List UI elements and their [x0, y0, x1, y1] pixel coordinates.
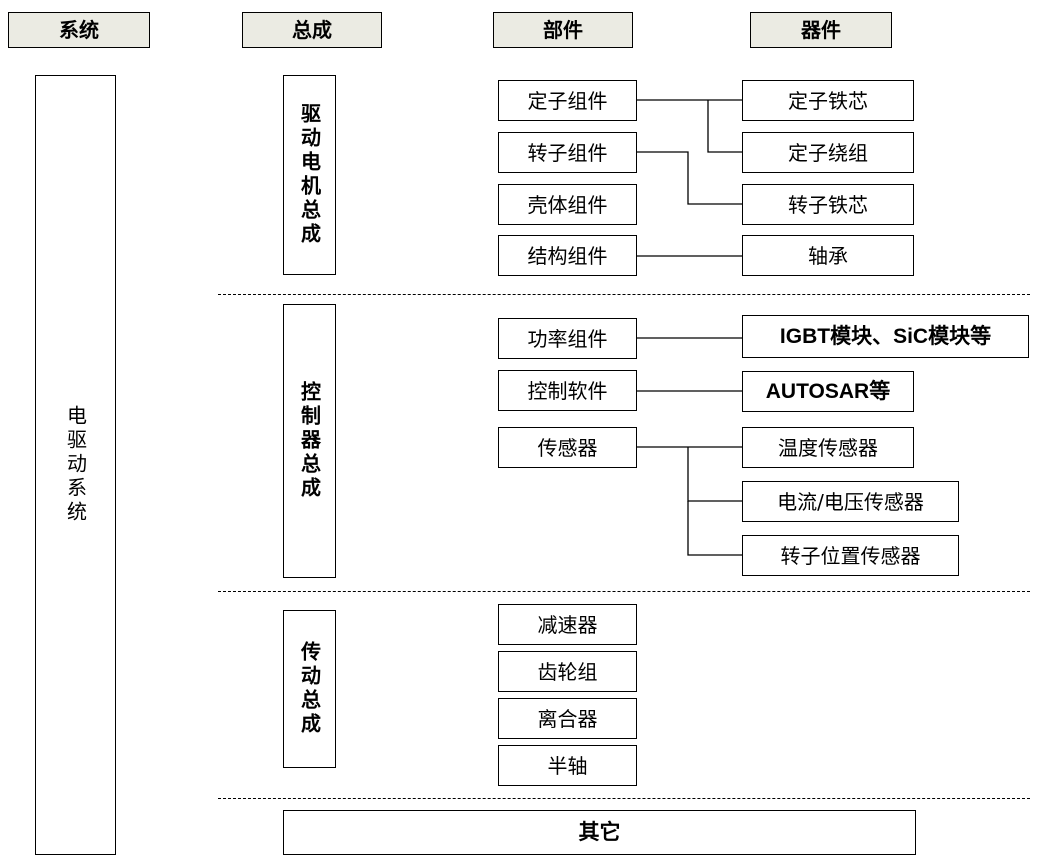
- component-gear-set: 齿轮组: [498, 651, 637, 692]
- header-system: 系统: [8, 12, 150, 48]
- device-temperature-sensor: 温度传感器: [742, 427, 914, 468]
- connector-current-voltage-sensor: [687, 447, 742, 502]
- header-assembly: 总成: [242, 12, 382, 48]
- device-current-voltage-sensor: 电流/电压传感器: [742, 481, 959, 522]
- separator-2: [218, 591, 1030, 592]
- device-rotor-position-sensor: 转子位置传感器: [742, 535, 959, 576]
- component-housing-assembly: 壳体组件: [498, 184, 637, 225]
- device-bearing: 轴承: [742, 235, 914, 276]
- header-device: 器件: [750, 12, 892, 48]
- system-label: 电驱动系统: [63, 405, 88, 525]
- component-control-software: 控制软件: [498, 370, 637, 411]
- device-stator-winding: 定子绕组: [742, 132, 914, 173]
- component-reducer: 减速器: [498, 604, 637, 645]
- component-stator-assembly: 定子组件: [498, 80, 637, 121]
- component-half-shaft: 半轴: [498, 745, 637, 786]
- component-clutch: 离合器: [498, 698, 637, 739]
- component-power-assembly: 功率组件: [498, 318, 637, 359]
- header-component: 部件: [493, 12, 633, 48]
- device-stator-core: 定子铁芯: [742, 80, 914, 121]
- component-structure-assembly: 结构组件: [498, 235, 637, 276]
- connector-rotor-position-sensor: [687, 501, 742, 556]
- assembly-motor-label: 驱动电机总成: [297, 103, 322, 247]
- assembly-transmission-box: 传动总成: [283, 610, 336, 768]
- separator-1: [218, 294, 1030, 295]
- assembly-controller-box: 控制器总成: [283, 304, 336, 578]
- connector-stator-winding: [707, 100, 742, 153]
- component-rotor-assembly: 转子组件: [498, 132, 637, 173]
- device-power-modules: IGBT模块、SiC模块等: [742, 315, 1029, 358]
- connector-rotor-core: [637, 151, 742, 205]
- component-sensor: 传感器: [498, 427, 637, 468]
- assembly-other-box: 其它: [283, 810, 916, 855]
- assembly-controller-label: 控制器总成: [297, 381, 322, 501]
- system-box: 电驱动系统: [35, 75, 116, 855]
- assembly-transmission-label: 传动总成: [297, 641, 322, 737]
- separator-3: [218, 798, 1030, 799]
- device-rotor-core: 转子铁芯: [742, 184, 914, 225]
- assembly-motor-box: 驱动电机总成: [283, 75, 336, 275]
- device-autosar: AUTOSAR等: [742, 371, 914, 412]
